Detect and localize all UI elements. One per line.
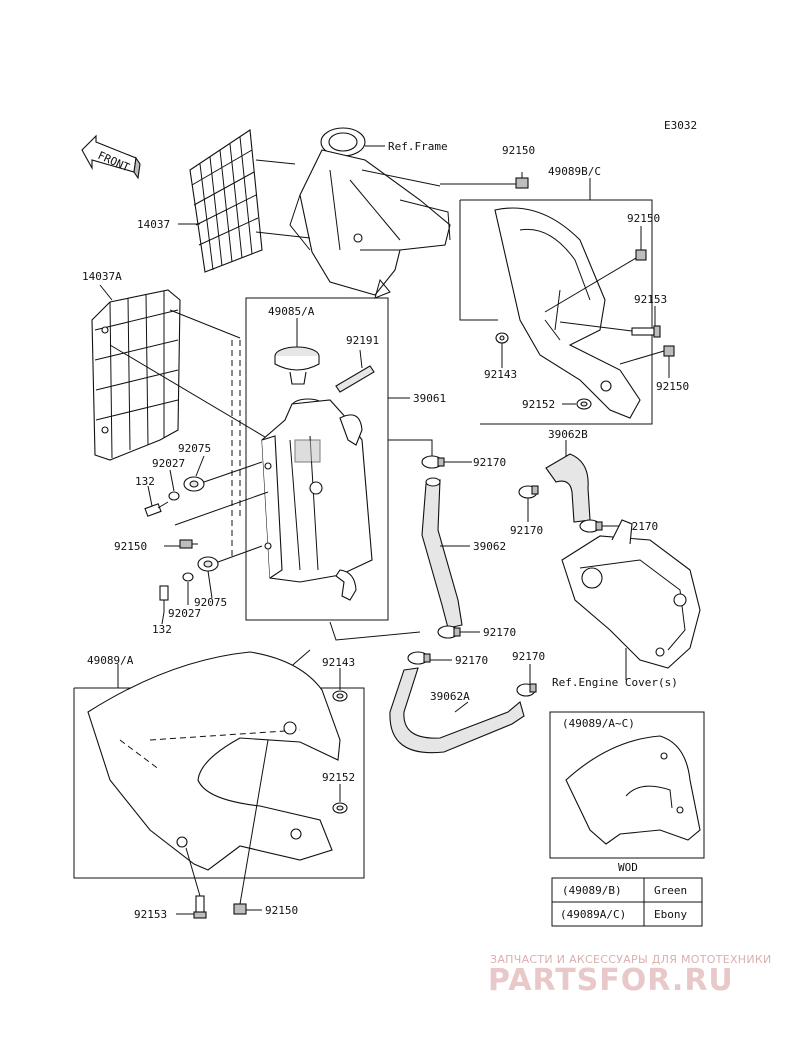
label-49089bc: 49089B/C bbox=[548, 165, 601, 178]
label-92150-top: 92150 bbox=[502, 144, 535, 157]
label-14037a: 14037A bbox=[82, 270, 122, 283]
label-92152-b: 92152 bbox=[522, 398, 555, 411]
hose-39062 bbox=[421, 477, 463, 629]
diagram-code: E3032 bbox=[664, 119, 697, 132]
clamp-92170-c bbox=[579, 519, 603, 533]
watermark-logo: PARTSFOR.RU bbox=[488, 963, 734, 998]
radiator-cap bbox=[274, 346, 320, 385]
label-92027-lower: 92027 bbox=[168, 607, 201, 620]
clamp-92170-a bbox=[421, 455, 445, 469]
clamp-92170-f bbox=[516, 683, 537, 697]
label-92170-d: 92170 bbox=[483, 626, 516, 639]
label-92153-a: 92153 bbox=[134, 908, 167, 921]
color-row-part: (49089/B) bbox=[562, 884, 622, 897]
label-92170-c: 92170 bbox=[625, 520, 658, 533]
label-92153-b: 92153 bbox=[634, 293, 667, 306]
label-92027-upper: 92027 bbox=[152, 457, 185, 470]
label-39062: 39062 bbox=[473, 540, 506, 553]
grommet-lower bbox=[197, 556, 219, 572]
bolt-92153-b bbox=[631, 325, 661, 338]
label-92075-upper: 92075 bbox=[178, 442, 211, 455]
shroud-left bbox=[87, 651, 341, 871]
clamp-92170-b bbox=[518, 485, 539, 499]
washer-92152-a bbox=[332, 802, 348, 814]
color-row-color: Green bbox=[654, 884, 687, 897]
hose-39062a bbox=[389, 667, 525, 754]
label-92152-a: 92152 bbox=[322, 771, 355, 784]
label-49089a: 49089/A bbox=[87, 654, 134, 667]
label-39062a: 39062A bbox=[430, 690, 470, 703]
washer-92152-b bbox=[576, 398, 592, 410]
bolt-92150-top bbox=[515, 177, 529, 189]
watermark-tagline: ЗАПЧАСТИ И АКСЕССУАРЫ ДЛЯ МОТОТЕХНИКИ bbox=[490, 953, 772, 966]
collar-upper bbox=[168, 491, 180, 501]
label-92150-c: 92150 bbox=[656, 380, 689, 393]
grommet-upper bbox=[183, 476, 205, 492]
color-row-color: Ebony bbox=[654, 908, 687, 921]
bolt-92150-bottom bbox=[233, 903, 247, 915]
clamp-92170-e bbox=[407, 651, 431, 665]
inset-box bbox=[549, 711, 705, 859]
bolt-lower bbox=[159, 585, 169, 612]
bolt-92150-c bbox=[663, 345, 675, 357]
front-arrow-icon: FRONT bbox=[81, 134, 141, 180]
label-ref-engine-cover: Ref.Engine Cover(s) bbox=[552, 676, 678, 689]
washer-92143-b bbox=[495, 332, 509, 344]
label-132-upper: 132 bbox=[135, 475, 155, 488]
label-92075-lower: 92075 bbox=[194, 596, 227, 609]
label-92170-e: 92170 bbox=[455, 654, 488, 667]
label-39062b: 39062B bbox=[548, 428, 588, 441]
label-132-lower: 132 bbox=[152, 623, 172, 636]
label-92170-f: 92170 bbox=[512, 650, 545, 663]
color-table-header: WOD bbox=[618, 861, 638, 874]
radiator bbox=[261, 398, 373, 601]
inset-title: (49089/A~C) bbox=[562, 717, 635, 730]
label-92150-bottom: 92150 bbox=[265, 904, 298, 917]
color-table: (49089/B) Green (49089A/C) Ebony bbox=[551, 877, 703, 927]
bolt-92153-a bbox=[193, 895, 207, 919]
label-39061: 39061 bbox=[413, 392, 446, 405]
bolt-92150-b bbox=[635, 249, 647, 261]
breather-hose bbox=[335, 365, 375, 393]
clamp-92170-d bbox=[437, 625, 461, 639]
label-92191: 92191 bbox=[346, 334, 379, 347]
color-row-part: (49089A/C) bbox=[560, 908, 626, 921]
shroud-right bbox=[494, 207, 641, 419]
label-ref-frame: Ref.Frame bbox=[388, 140, 448, 153]
collar-lower bbox=[182, 572, 194, 582]
radiator-louver-lower bbox=[91, 289, 181, 461]
bolt-upper bbox=[144, 501, 169, 517]
label-49085a: 49085/A bbox=[268, 305, 315, 318]
label-92150-left: 92150 bbox=[114, 540, 147, 553]
engine-cover bbox=[561, 519, 701, 669]
label-92170-b: 92170 bbox=[510, 524, 543, 537]
inset-shroud bbox=[565, 735, 701, 845]
hose-39062b bbox=[545, 453, 591, 523]
label-92170-a: 92170 bbox=[473, 456, 506, 469]
label-92150-b: 92150 bbox=[627, 212, 660, 225]
label-14037: 14037 bbox=[137, 218, 170, 231]
bolt-92150-left bbox=[179, 539, 198, 549]
washer-92143-a bbox=[332, 690, 348, 702]
label-92143-a: 92143 bbox=[322, 656, 355, 669]
frame-drawing bbox=[289, 127, 451, 299]
label-92143-b: 92143 bbox=[484, 368, 517, 381]
radiator-louver-upper bbox=[189, 129, 263, 273]
